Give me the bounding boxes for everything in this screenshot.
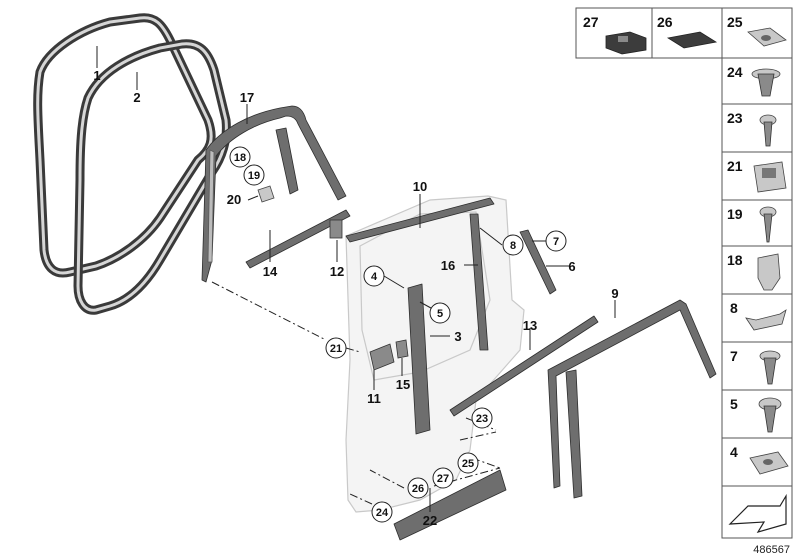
lower-trim-part-22	[393, 469, 507, 541]
screw-icon	[759, 114, 777, 147]
callout-20: 20	[227, 192, 241, 207]
window-seal-part-9	[547, 299, 717, 499]
panel-label-27: 27	[583, 14, 599, 30]
callout-23: 23	[476, 413, 488, 425]
pillar-trim-part-3	[407, 283, 431, 435]
callout-12: 12	[330, 264, 344, 279]
bracket-part-12	[329, 219, 343, 239]
part-callouts: 1 2 17 20 14 12 10 16 3 11 15 6 13 9 22	[93, 68, 618, 528]
callout-26: 26	[412, 483, 424, 495]
callout-1: 1	[93, 68, 100, 83]
door-seal-part-2	[73, 39, 231, 315]
grommet-icon	[605, 31, 647, 55]
callout-8: 8	[510, 240, 516, 252]
callout-19: 19	[248, 170, 260, 182]
sheet-metal-screw-icon	[759, 350, 781, 385]
guide-rail-part-16	[469, 213, 489, 351]
callout-6: 6	[568, 259, 575, 274]
door-seal-part-1	[33, 13, 216, 278]
panel-label-5: 5	[730, 396, 738, 412]
panel-label-25: 25	[727, 14, 743, 30]
panel-label-19: 19	[727, 206, 743, 222]
callout-11: 11	[367, 391, 381, 406]
panel-label-7: 7	[730, 348, 738, 364]
callout-13: 13	[523, 318, 537, 333]
callout-2: 2	[133, 90, 140, 105]
cage-nut-icon	[749, 451, 789, 475]
panel-label-23: 23	[727, 110, 743, 126]
panel-label-8: 8	[730, 300, 738, 316]
window-frame-trim-part-17	[201, 105, 347, 283]
pad-icon	[666, 31, 718, 49]
callout-22: 22	[423, 513, 437, 528]
figure-number: 486567	[753, 544, 790, 556]
callout-24: 24	[376, 507, 389, 519]
seal-strip-part-6	[519, 229, 557, 295]
callout-25: 25	[462, 458, 474, 470]
bracket-part-15	[395, 339, 409, 359]
callout-4: 4	[371, 271, 378, 283]
callout-15: 15	[396, 377, 410, 392]
panel-label-18: 18	[727, 252, 743, 268]
cover-cap-part-20	[257, 185, 275, 203]
callout-16: 16	[441, 258, 455, 273]
clip-nut-icon-2	[753, 161, 787, 193]
clip-nut-icon	[747, 27, 787, 47]
self-tapping-screw-icon	[759, 206, 777, 243]
expanding-rivet-icon	[751, 68, 781, 97]
callout-27: 27	[437, 473, 449, 485]
panel-label-24: 24	[727, 64, 743, 80]
belt-line-strip-part-13	[449, 315, 599, 417]
bracket-part-11	[369, 343, 395, 371]
callout-14: 14	[263, 264, 278, 279]
fastener-parts-panel: 27 26 25 24 23 21 19 18 8 7 5 4	[575, 7, 793, 539]
callout-21: 21	[330, 343, 342, 355]
callout-5: 5	[437, 308, 443, 320]
channel-strip-part-14	[245, 209, 351, 269]
panel-label-21: 21	[727, 158, 743, 174]
callout-10: 10	[413, 179, 427, 194]
panel-label-26: 26	[657, 14, 673, 30]
callout-9: 9	[611, 286, 618, 301]
circled-callouts: 18 19 4 5 8 7 21 23 25 27 26 24	[229, 146, 567, 523]
plastic-clip-icon	[757, 253, 781, 291]
arrow-icon	[728, 493, 787, 533]
callout-3: 3	[454, 329, 461, 344]
callout-17: 17	[240, 90, 254, 105]
callout-7: 7	[553, 236, 559, 248]
panel-label-4: 4	[730, 444, 738, 460]
guide-bracket-icon	[745, 309, 787, 331]
callout-18: 18	[234, 152, 246, 164]
washer-screw-icon	[758, 397, 782, 433]
